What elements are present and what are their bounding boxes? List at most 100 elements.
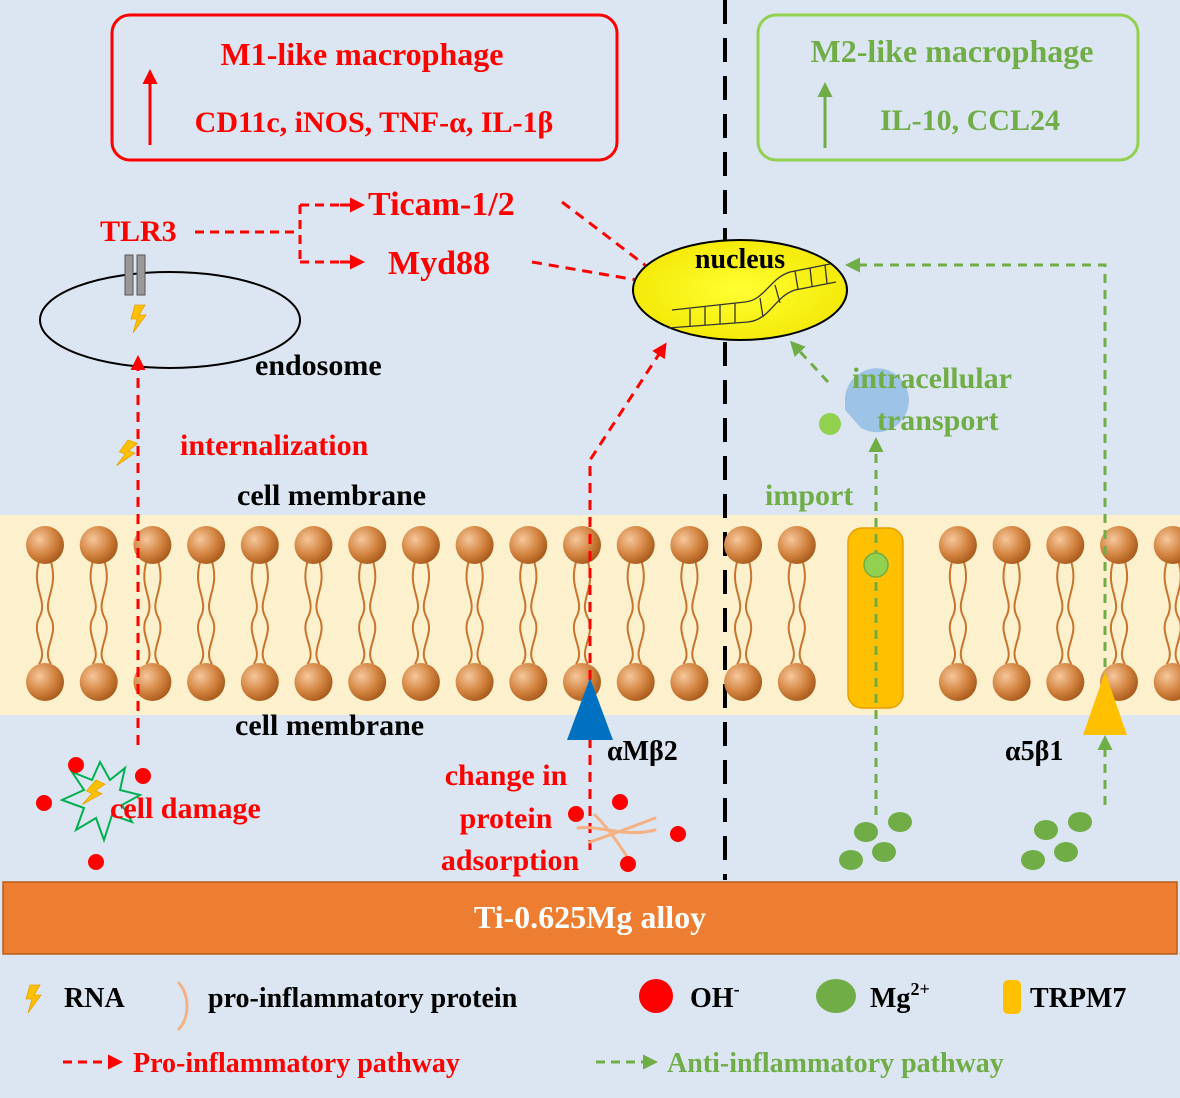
lipid-head [455, 526, 494, 564]
m1-markers: CD11c, iNOS, TNF-α, IL-1β [195, 106, 554, 139]
lipid-tails [680, 561, 699, 665]
lipid-tails [250, 561, 269, 665]
tlr3-receptor-right [136, 254, 146, 296]
oh-ion-cluster-right [568, 794, 686, 872]
integrin-am-label: αMβ2 [607, 736, 678, 767]
lipid-head [294, 526, 333, 564]
lipid-head [187, 663, 226, 701]
lipid-tails [143, 561, 162, 665]
lipid-head [240, 663, 279, 701]
mg-ion-in-channel [863, 552, 889, 578]
lipid-head [992, 663, 1031, 701]
legend: RNA pro-inflammatory protein OH- Mg2+ TR… [25, 979, 1126, 1079]
legend-protein-icon [176, 980, 189, 1032]
lipid-tails [411, 561, 430, 665]
alloy-label: Ti-0.625Mg alloy [474, 899, 706, 935]
intracellular-label: intracellular [852, 362, 1012, 395]
lipid-head [563, 526, 601, 564]
lipid-head [509, 526, 548, 564]
legend-trpm7-label: TRPM7 [1030, 983, 1126, 1014]
lipid-head [26, 526, 64, 564]
lipid-tails [572, 561, 592, 665]
lipid-head [1153, 663, 1180, 701]
internalization-label: internalization [180, 429, 369, 462]
lipid-head [401, 663, 440, 701]
lipid-tails [787, 561, 806, 665]
lipid-head [294, 663, 333, 701]
cell-membrane-top-label: cell membrane [237, 479, 426, 512]
integrin-am-icon [567, 678, 613, 740]
lipid-tails [304, 561, 323, 665]
nucleus [632, 239, 848, 341]
lipid-tails [89, 561, 108, 665]
lipid-tails [1109, 561, 1129, 665]
legend-pro-label: Pro-inflammatory pathway [133, 1048, 460, 1079]
lipid-head [79, 526, 118, 564]
lipid-tails [358, 561, 377, 665]
ticam-to-nucleus-arrow [561, 200, 665, 280]
tlr3-receptor-left [124, 254, 134, 296]
lipid-head [777, 663, 816, 701]
lipid-tails [519, 561, 538, 665]
lipid-head [348, 526, 387, 564]
lipid-head [670, 663, 709, 701]
lipid-head [992, 526, 1031, 564]
protein-label: protein [460, 802, 553, 835]
legend-mg-label: Mg2+ [870, 979, 930, 1014]
lipid-head [79, 663, 118, 701]
nucleus-label: nucleus [695, 244, 785, 275]
integrin-a5-label: α5β1 [1005, 736, 1063, 767]
lipid-head [509, 663, 548, 701]
lipid-head [1100, 526, 1138, 564]
m2-markers: IL-10, CCL24 [880, 104, 1060, 137]
mg-ion-transported [819, 413, 841, 435]
integrin-am-to-nucleus-arrow [588, 342, 667, 850]
cell-damage-burst-icon [59, 759, 143, 844]
lipid-head [616, 526, 655, 564]
legend-mg-icon [816, 979, 856, 1013]
endosome-label: endosome [255, 349, 382, 382]
lipid-head [724, 526, 763, 564]
lipid-tails [197, 561, 216, 665]
dna-strand-icon [667, 263, 837, 329]
lipid-head [938, 663, 977, 701]
lipid-tails [1163, 561, 1180, 665]
lipid-head [724, 663, 763, 701]
lipid-tails [465, 561, 484, 665]
lipid-head [133, 663, 172, 701]
lipid-head [1046, 663, 1085, 701]
legend-anti-label: Anti-inflammatory pathway [667, 1048, 1004, 1079]
pro-inflammatory-protein-icon [576, 813, 657, 860]
lipid-bilayer [26, 526, 1180, 701]
lipid-tails [1002, 561, 1021, 665]
lipid-head [938, 526, 977, 564]
legend-oh-icon [639, 979, 673, 1013]
legend-trpm7-icon [1003, 980, 1021, 1014]
lipid-head [401, 526, 440, 564]
lipid-tails [626, 561, 645, 665]
lipid-tails [734, 561, 753, 665]
lipid-tails [1056, 561, 1075, 665]
legend-protein-label: pro-inflammatory protein [208, 983, 518, 1014]
lipid-head [1046, 526, 1085, 564]
legend-rna-label: RNA [64, 983, 125, 1014]
lipid-tails [948, 561, 967, 665]
lipid-head [670, 526, 709, 564]
oh-ion-cluster-left [36, 757, 151, 870]
transport-label: transport [877, 404, 999, 437]
lipid-head [1153, 526, 1180, 564]
myd88-label: Myd88 [388, 245, 490, 282]
legend-oh-label: OH- [690, 979, 740, 1014]
integrin-a5-to-nucleus-arrow [845, 257, 1107, 683]
m1-title: M1-like macrophage [221, 36, 504, 72]
integrin-a5-icon [1083, 672, 1127, 735]
lipid-head [240, 526, 279, 564]
change-in-label: change in [445, 759, 568, 792]
cell-membrane-bottom-label: cell membrane [235, 709, 424, 742]
m2-box [756, 13, 1140, 162]
mg-ion-cluster-right [1021, 812, 1092, 870]
lipid-tails [35, 561, 55, 665]
endosome [39, 271, 301, 369]
cell-damage-label: cell damage [110, 792, 261, 825]
